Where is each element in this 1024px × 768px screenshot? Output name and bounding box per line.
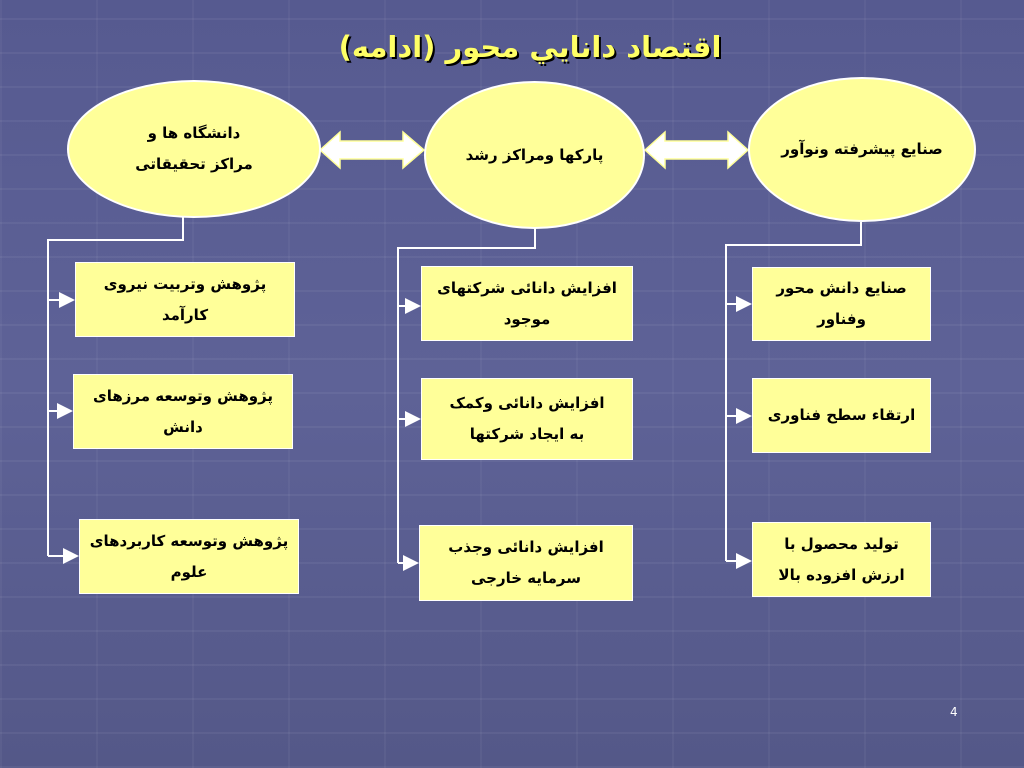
right-item-1: صنایع دانش محور وفناور bbox=[752, 267, 931, 341]
node-industries-label: صنایع پیشرفته ونوآور bbox=[781, 140, 943, 158]
left-branch-connector bbox=[47, 216, 184, 564]
center-item-3: افزایش دانائی وجذب سرمایه خارجی bbox=[419, 525, 633, 601]
left-item-2: پژوهش وتوسعه مرزهای دانش bbox=[73, 374, 293, 449]
page-number: 4 bbox=[950, 705, 958, 719]
node-parks-label: پارکها ومراکز رشد bbox=[465, 145, 604, 164]
double-arrow-left-center bbox=[318, 130, 426, 170]
left-item-1: پژوهش وتربیت نیروی کارآمد bbox=[75, 262, 295, 337]
right-item-2: ارتقاء سطح فناوری bbox=[752, 378, 931, 453]
center-item-2: افزایش دانائی وکمک به ایجاد شرکتها bbox=[421, 378, 633, 460]
node-parks-incubators: پارکها ومراکز رشد bbox=[424, 81, 645, 229]
center-branch-connector bbox=[397, 228, 536, 571]
slide-title: اقتصاد دانايي محور (ادامه) bbox=[338, 30, 722, 64]
center-item-1: افزایش دانائی شرکتهای موجود bbox=[421, 266, 633, 341]
left-item-3: پژوهش وتوسعه کاربردهای علوم bbox=[79, 519, 299, 594]
right-branch-connector bbox=[725, 222, 862, 569]
right-item-3: تولید محصول با ارزش افزوده بالا bbox=[752, 522, 931, 597]
node-advanced-industries: صنایع پیشرفته ونوآور bbox=[748, 77, 976, 222]
double-arrow-center-right bbox=[643, 130, 750, 170]
node-universities: دانشگاه ها و مراکز تحقیقاتی bbox=[67, 80, 321, 218]
node-universities-label: دانشگاه ها و مراکز تحقیقاتی bbox=[135, 124, 253, 173]
